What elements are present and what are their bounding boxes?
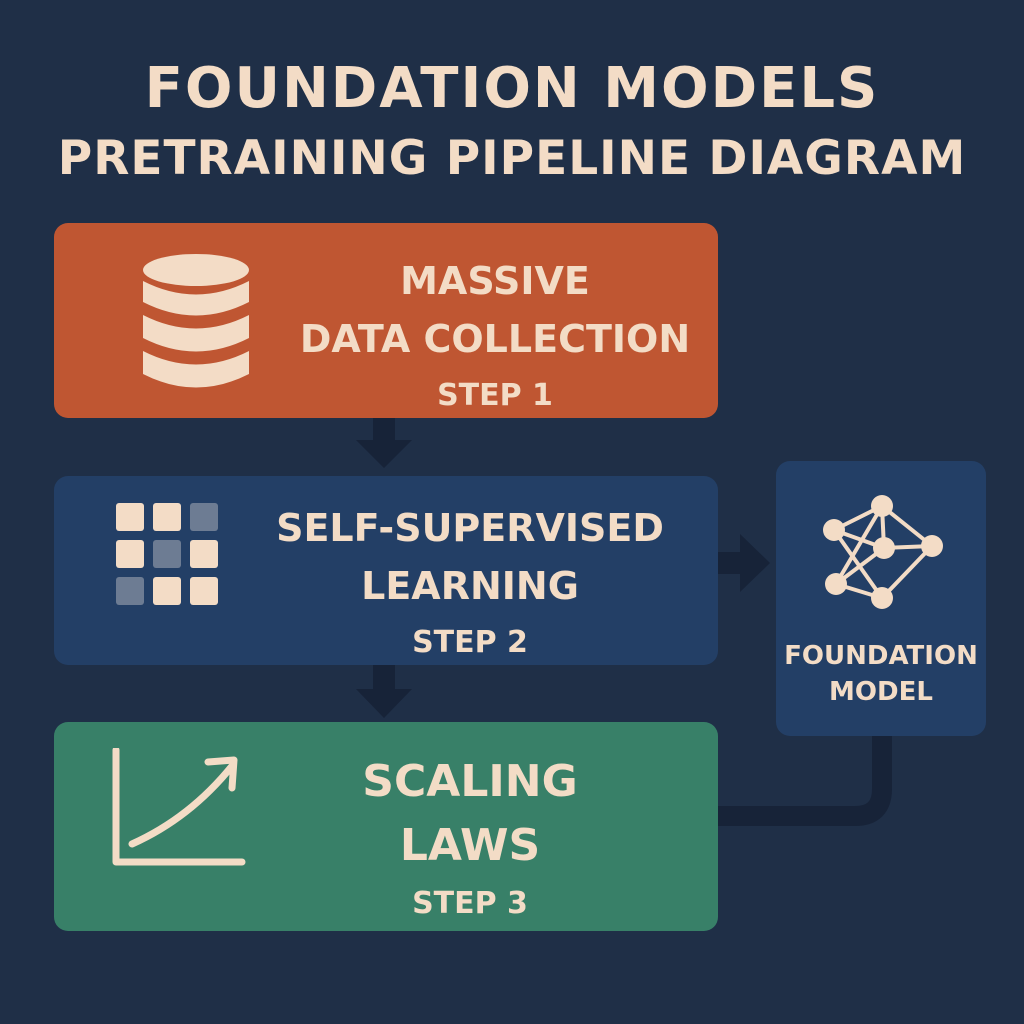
connector-model-to-step3 bbox=[718, 736, 892, 826]
arrow-step1-to-step2 bbox=[356, 418, 412, 468]
step-2-title-line-1: SELF-SUPERVISED bbox=[276, 506, 664, 550]
step-3-title-line-2: LAWS bbox=[399, 820, 541, 871]
step-2-title-line-2: LEARNING bbox=[361, 564, 579, 608]
step-1-label: STEP 1 bbox=[437, 378, 553, 413]
step-3-title-line-1: SCALING bbox=[362, 756, 578, 807]
foundation-model-text: FOUNDATION MODEL bbox=[776, 638, 986, 710]
database-icon bbox=[143, 254, 249, 388]
arrow-step2-to-step3 bbox=[356, 665, 412, 718]
foundation-model-label-line-1: FOUNDATION bbox=[784, 641, 978, 671]
foundation-model-label-line-2: MODEL bbox=[829, 677, 933, 707]
step-1-card bbox=[54, 223, 718, 418]
growth-chart-icon bbox=[112, 748, 246, 866]
step-1-text: MASSIVE DATA COLLECTION STEP 1 bbox=[250, 250, 740, 422]
title-line-1: FOUNDATION MODELS bbox=[144, 56, 880, 121]
arrow-step2-to-model bbox=[718, 534, 770, 592]
step-1-title-line-1: MASSIVE bbox=[400, 259, 590, 303]
step-2-text: SELF-SUPERVISED LEARNING STEP 2 bbox=[220, 497, 720, 669]
grid-icon bbox=[116, 503, 218, 605]
step-3-label: STEP 3 bbox=[412, 886, 528, 921]
step-2-label: STEP 2 bbox=[412, 625, 528, 660]
step-3-text: SCALING LAWS STEP 3 bbox=[220, 750, 720, 930]
step-1-title-line-2: DATA COLLECTION bbox=[299, 317, 691, 361]
neural-network-icon bbox=[823, 495, 943, 609]
title-line-2: PRETRAINING PIPELINE DIAGRAM bbox=[57, 131, 967, 186]
